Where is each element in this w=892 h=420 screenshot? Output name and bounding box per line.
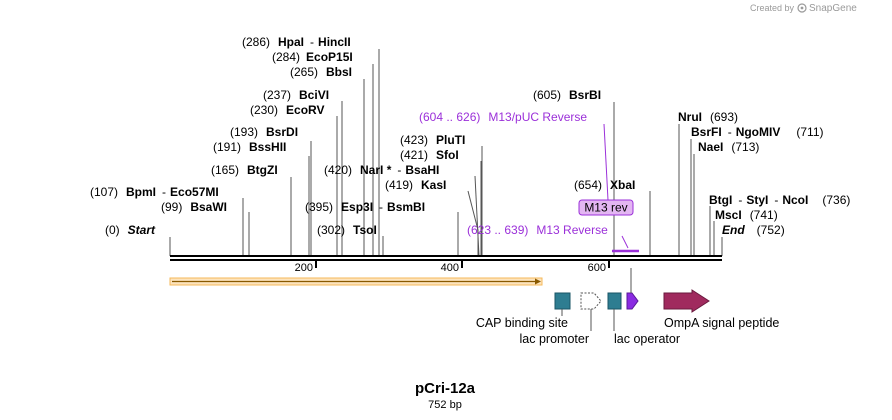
site-label-bpmi[interactable]: (107)BpmI-Eco57MI — [90, 185, 219, 199]
primer-label-m13-reverse[interactable]: (623 .. 639)M13 Reverse — [467, 223, 608, 237]
site-label-nrui[interactable]: NruI(693) — [678, 110, 738, 124]
feature-lac-promoter[interactable] — [580, 292, 602, 310]
site-label-tsoi[interactable]: (302)TsoI — [317, 223, 377, 237]
site-labels-middle: (423)PluTI (421)SfoI (420)NarI *-BsaHI (… — [305, 133, 465, 237]
feature-label-lac-operator: lac operator — [614, 332, 680, 346]
site-label-btgzi[interactable]: (165)BtgZI — [211, 163, 278, 177]
site-label-bsrbi[interactable]: (605)BsrBI — [533, 88, 601, 102]
feature-leaders — [561, 268, 632, 331]
plasmid-name: pCri-12a — [415, 380, 476, 397]
site-label-bsshii[interactable]: (191)BssHII — [213, 140, 286, 154]
site-tick-nari — [474, 175, 480, 257]
site-label-esp3i[interactable]: (395)Esp3I-BsmBI — [305, 200, 425, 214]
orf-arrow[interactable] — [169, 277, 543, 286]
site-label-start[interactable]: (0)Start — [105, 223, 156, 237]
feature-lac-operator[interactable] — [607, 292, 622, 310]
ruler-label-600: 600 — [588, 262, 606, 274]
site-label-end[interactable]: End(752) — [722, 223, 785, 237]
site-ticks — [169, 49, 723, 257]
site-label-nari[interactable]: (420)NarI *-BsaHI — [324, 163, 439, 177]
site-label-naei[interactable]: NaeI(713) — [698, 140, 759, 154]
plasmid-length: 752 bp — [428, 399, 462, 411]
site-label-ecop15i[interactable]: (284)EcoP15I — [272, 50, 353, 64]
ruler: 200 400 600 — [295, 260, 610, 274]
site-label-btgi[interactable]: BtgI-StyI-NcoI(736) — [709, 193, 850, 207]
primer-m13-rev-label: M13 rev — [584, 201, 627, 215]
site-label-hpai[interactable]: (286)HpaI-HincII — [242, 35, 351, 49]
primer-m13-rev[interactable]: M13 rev — [578, 199, 634, 216]
site-label-kasi[interactable]: (419)KasI — [385, 178, 446, 192]
site-label-xbai[interactable]: (654)XbaI — [574, 178, 635, 192]
feature-label-cap: CAP binding site — [476, 316, 568, 330]
site-pos: (286) — [242, 35, 270, 49]
primer-label-m13puc[interactable]: (604 .. 626)M13/pUC Reverse — [419, 110, 587, 124]
site-tick-kasi-a — [467, 190, 479, 231]
site-label-bsrfi[interactable]: BsrFI-NgoMIV(711) — [691, 125, 823, 139]
site-label-bsrdi[interactable]: (193)BsrDI — [230, 125, 298, 139]
site-labels-right: (605)BsrBI (654)XbaI NruI(693) BsrFI-Ngo… — [533, 88, 850, 237]
primer-leader-m13puc — [603, 123, 609, 201]
credit-brand: SnapGene — [809, 3, 857, 14]
ruler-label-200: 200 — [295, 262, 313, 274]
site-name: HpaI — [278, 35, 304, 49]
site-label-bsawi[interactable]: (99)BsaWI — [161, 200, 227, 214]
feature-label-lac-promoter: lac promoter — [520, 332, 589, 346]
snapgene-credit: Created by SnapGene — [750, 3, 857, 14]
snapgene-logo-icon — [797, 3, 807, 13]
feature-label-ompa: OmpA signal peptide — [664, 316, 779, 330]
ruler-label-400: 400 — [441, 262, 459, 274]
dna-backbone — [170, 255, 722, 261]
primer-leader-m13rev — [621, 235, 629, 249]
site-label-bbsi[interactable]: (265)BbsI — [290, 65, 352, 79]
site-label-pluti[interactable]: (423)PluTI — [400, 133, 465, 147]
features — [554, 289, 710, 313]
site-label-msci[interactable]: MscI(741) — [715, 208, 778, 222]
feature-ompa-signal-peptide[interactable] — [663, 289, 710, 313]
primer-leaders — [603, 123, 629, 249]
feature-violet-arrow[interactable] — [626, 292, 639, 310]
site-labels-left: (286)HpaI-HincII (284)EcoP15I (265)BbsI … — [90, 35, 353, 237]
site-name2: HincII — [318, 35, 351, 49]
site-label-ecorv[interactable]: (230)EcoRV — [250, 103, 324, 117]
feature-cap-binding-site[interactable] — [554, 292, 571, 310]
site-label-bcivi[interactable]: (237)BciVI — [263, 88, 329, 102]
credit-text: Created by — [750, 3, 795, 13]
site-label-sfoi[interactable]: (421)SfoI — [400, 148, 459, 162]
